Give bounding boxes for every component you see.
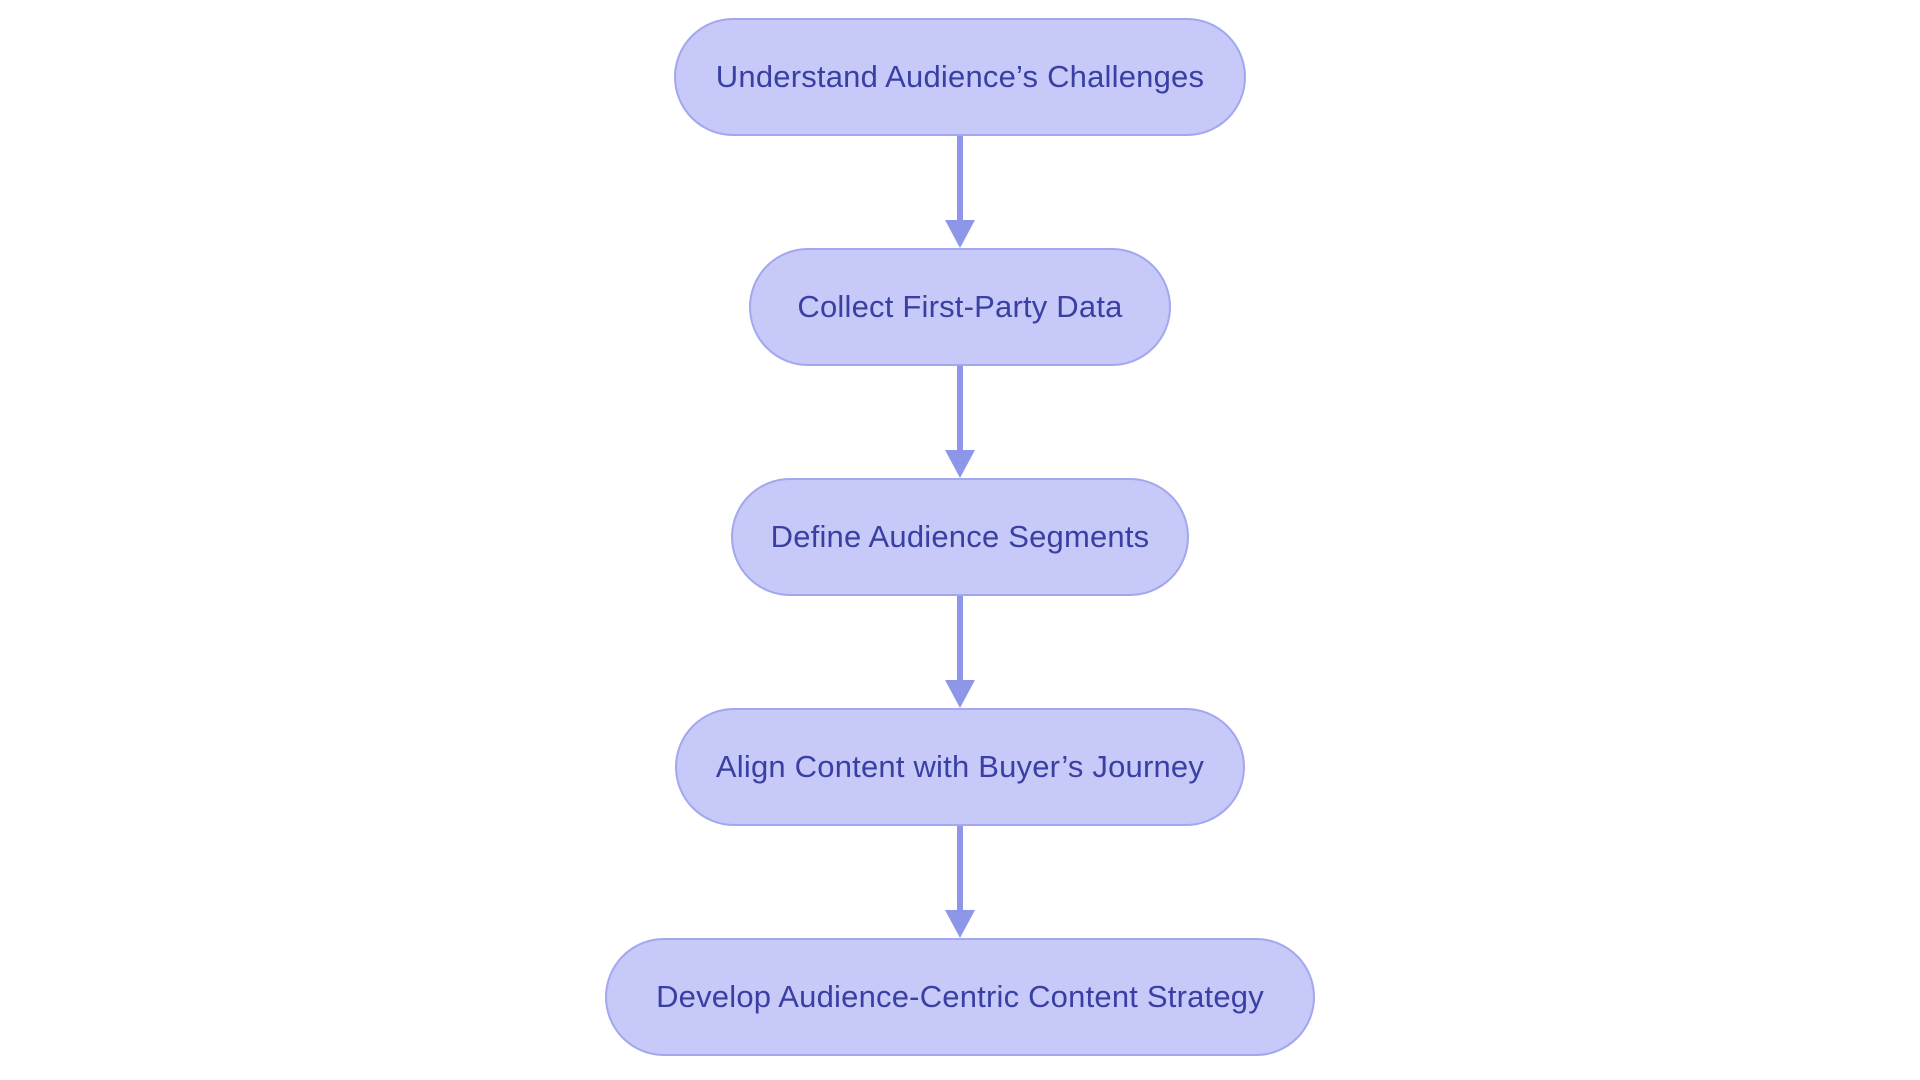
flow-node-label: Develop Audience-Centric Content Strateg…: [656, 979, 1264, 1014]
arrow-line: [957, 136, 963, 220]
flow-node-label: Align Content with Buyer’s Journey: [715, 749, 1205, 784]
arrow-down-icon: [945, 826, 975, 938]
flow-node-collect-first-party-data: Collect First-Party Data: [749, 248, 1171, 366]
flow-node-define-audience-segments: Define Audience Segments: [731, 478, 1189, 596]
flow-node-label: Define Audience Segments: [770, 519, 1150, 554]
flow-node-understand-audiences-challenges: Understand Audience’s Challenges: [674, 18, 1246, 136]
arrow-line: [957, 366, 963, 450]
flow-node-label: Collect First-Party Data: [797, 289, 1123, 324]
arrow-head: [945, 910, 975, 938]
flow-node-align-content-with-buyers-journey: Align Content with Buyer’s Journey: [675, 708, 1245, 826]
arrow-line: [957, 826, 963, 910]
arrow-down-icon: [945, 136, 975, 248]
arrow-down-icon: [945, 596, 975, 708]
flow-node-develop-audience-centric-content-strategy: Develop Audience-Centric Content Strateg…: [605, 938, 1315, 1056]
arrow-head: [945, 220, 975, 248]
arrow-down-icon: [945, 366, 975, 478]
arrow-head: [945, 680, 975, 708]
flow-node-label: Understand Audience’s Challenges: [715, 59, 1205, 94]
arrow-line: [957, 596, 963, 680]
arrow-head: [945, 450, 975, 478]
